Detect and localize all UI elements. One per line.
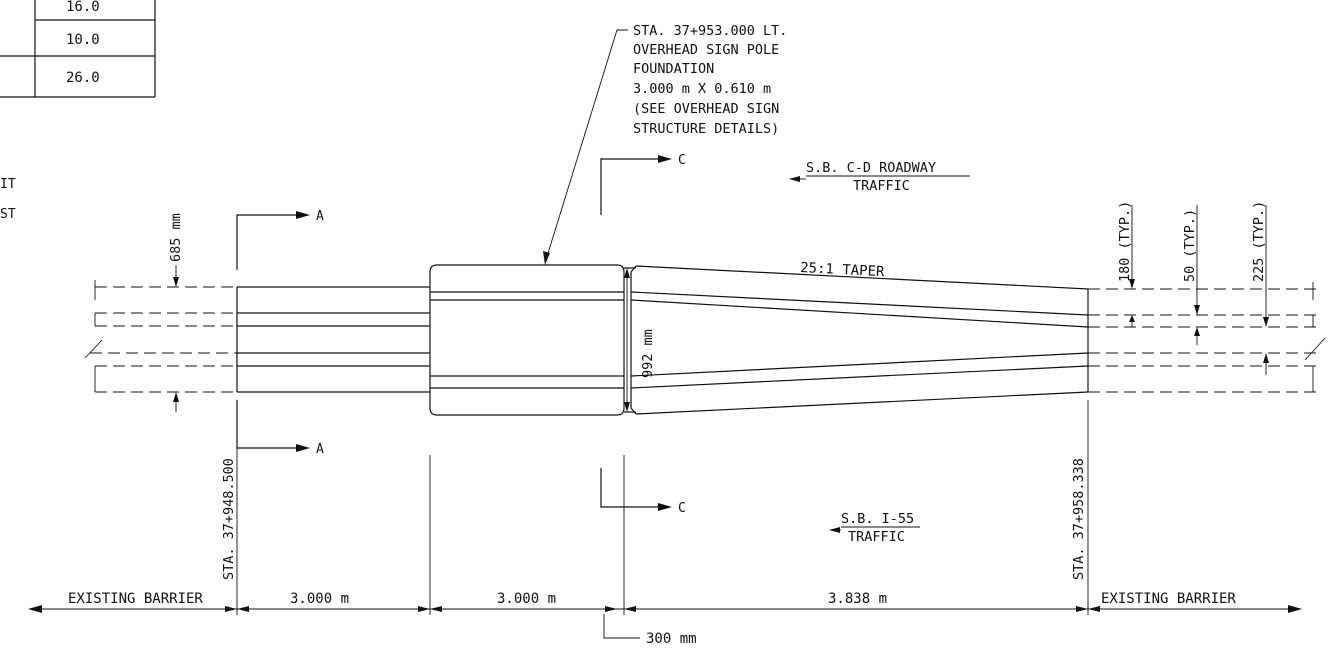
left-note: IT — [0, 177, 16, 192]
callout-note: STA. 37+953.000 LT. OVERHEAD SIGN POLE F… — [543, 23, 787, 265]
traffic-roadway: S.B. C-D ROADWAY — [806, 160, 936, 176]
quantity-table: 16.0 10.0 26.0 — [0, 0, 156, 98]
barrier-label: EXISTING BARRIER — [1101, 591, 1236, 607]
dimension-label: 3.000 m — [290, 591, 349, 607]
dimension-50-typ: 50 (TYP.) — [1182, 205, 1200, 345]
callout-line: (SEE OVERHEAD SIGN — [633, 101, 779, 117]
traffic-label-bottom: S.B. I-55 TRAFFIC — [829, 511, 920, 545]
dimension-300: 300 mm — [603, 614, 697, 647]
dimension-992: 992 mm — [624, 268, 656, 412]
section-cut-a-top: A — [236, 209, 324, 270]
dimension-label: 3.838 m — [828, 591, 887, 607]
table-cell-value: 26.0 — [66, 70, 100, 86]
barrier-plan — [84, 264, 1326, 416]
station-right: STA. 37+958.338 — [1071, 400, 1089, 615]
traffic-word: TRAFFIC — [848, 529, 905, 545]
callout-line: STA. 37+953.000 LT. — [633, 23, 787, 39]
station-left: STA. 37+948.500 — [221, 400, 238, 615]
section-cut-c-top: C — [600, 153, 686, 215]
section-label-a: A — [316, 209, 324, 224]
callout-line: 3.000 m X 0.610 m — [633, 81, 771, 97]
dimension-label: 300 mm — [646, 631, 697, 647]
section-cut-c-bottom: C — [600, 468, 686, 516]
callout-line: FOUNDATION — [633, 61, 714, 77]
traffic-word: TRAFFIC — [853, 178, 910, 194]
section-label-c: C — [678, 501, 686, 516]
dimension-label: 685 mm — [168, 213, 184, 262]
dimension-label: 225 (TYP.) — [1251, 201, 1267, 282]
table-cell-value: 16.0 — [66, 0, 100, 15]
dimension-label: 992 mm — [640, 329, 656, 378]
dimension-label: 3.000 m — [497, 591, 556, 607]
taper-label: 25:1 TAPER — [800, 260, 886, 280]
table-cell-value: 10.0 — [66, 32, 100, 48]
station-label: STA. 37+958.338 — [1071, 458, 1087, 580]
dimension-label: 180 (TYP.) — [1117, 201, 1133, 282]
dimension-180-typ: 180 (TYP.) — [1117, 201, 1135, 327]
dimension-label: 50 (TYP.) — [1182, 209, 1198, 282]
dimension-685: 685 mm — [168, 213, 184, 412]
section-cut-a-bottom: A — [236, 400, 324, 457]
left-note: ST — [0, 207, 16, 222]
station-label: STA. 37+948.500 — [221, 458, 237, 580]
dimension-chain: EXISTING BARRIER 3.000 m 3.000 m 3.838 m… — [28, 591, 1302, 613]
section-label-a: A — [316, 442, 324, 457]
callout-line: STRUCTURE DETAILS) — [633, 121, 779, 137]
callout-line: OVERHEAD SIGN POLE — [633, 42, 779, 58]
barrier-label: EXISTING BARRIER — [68, 591, 203, 607]
traffic-roadway: S.B. I-55 — [841, 511, 914, 527]
dimension-225-typ: 225 (TYP.) — [1251, 201, 1269, 375]
traffic-label-top: S.B. C-D ROADWAY TRAFFIC — [789, 160, 970, 194]
section-label-c: C — [678, 153, 686, 168]
